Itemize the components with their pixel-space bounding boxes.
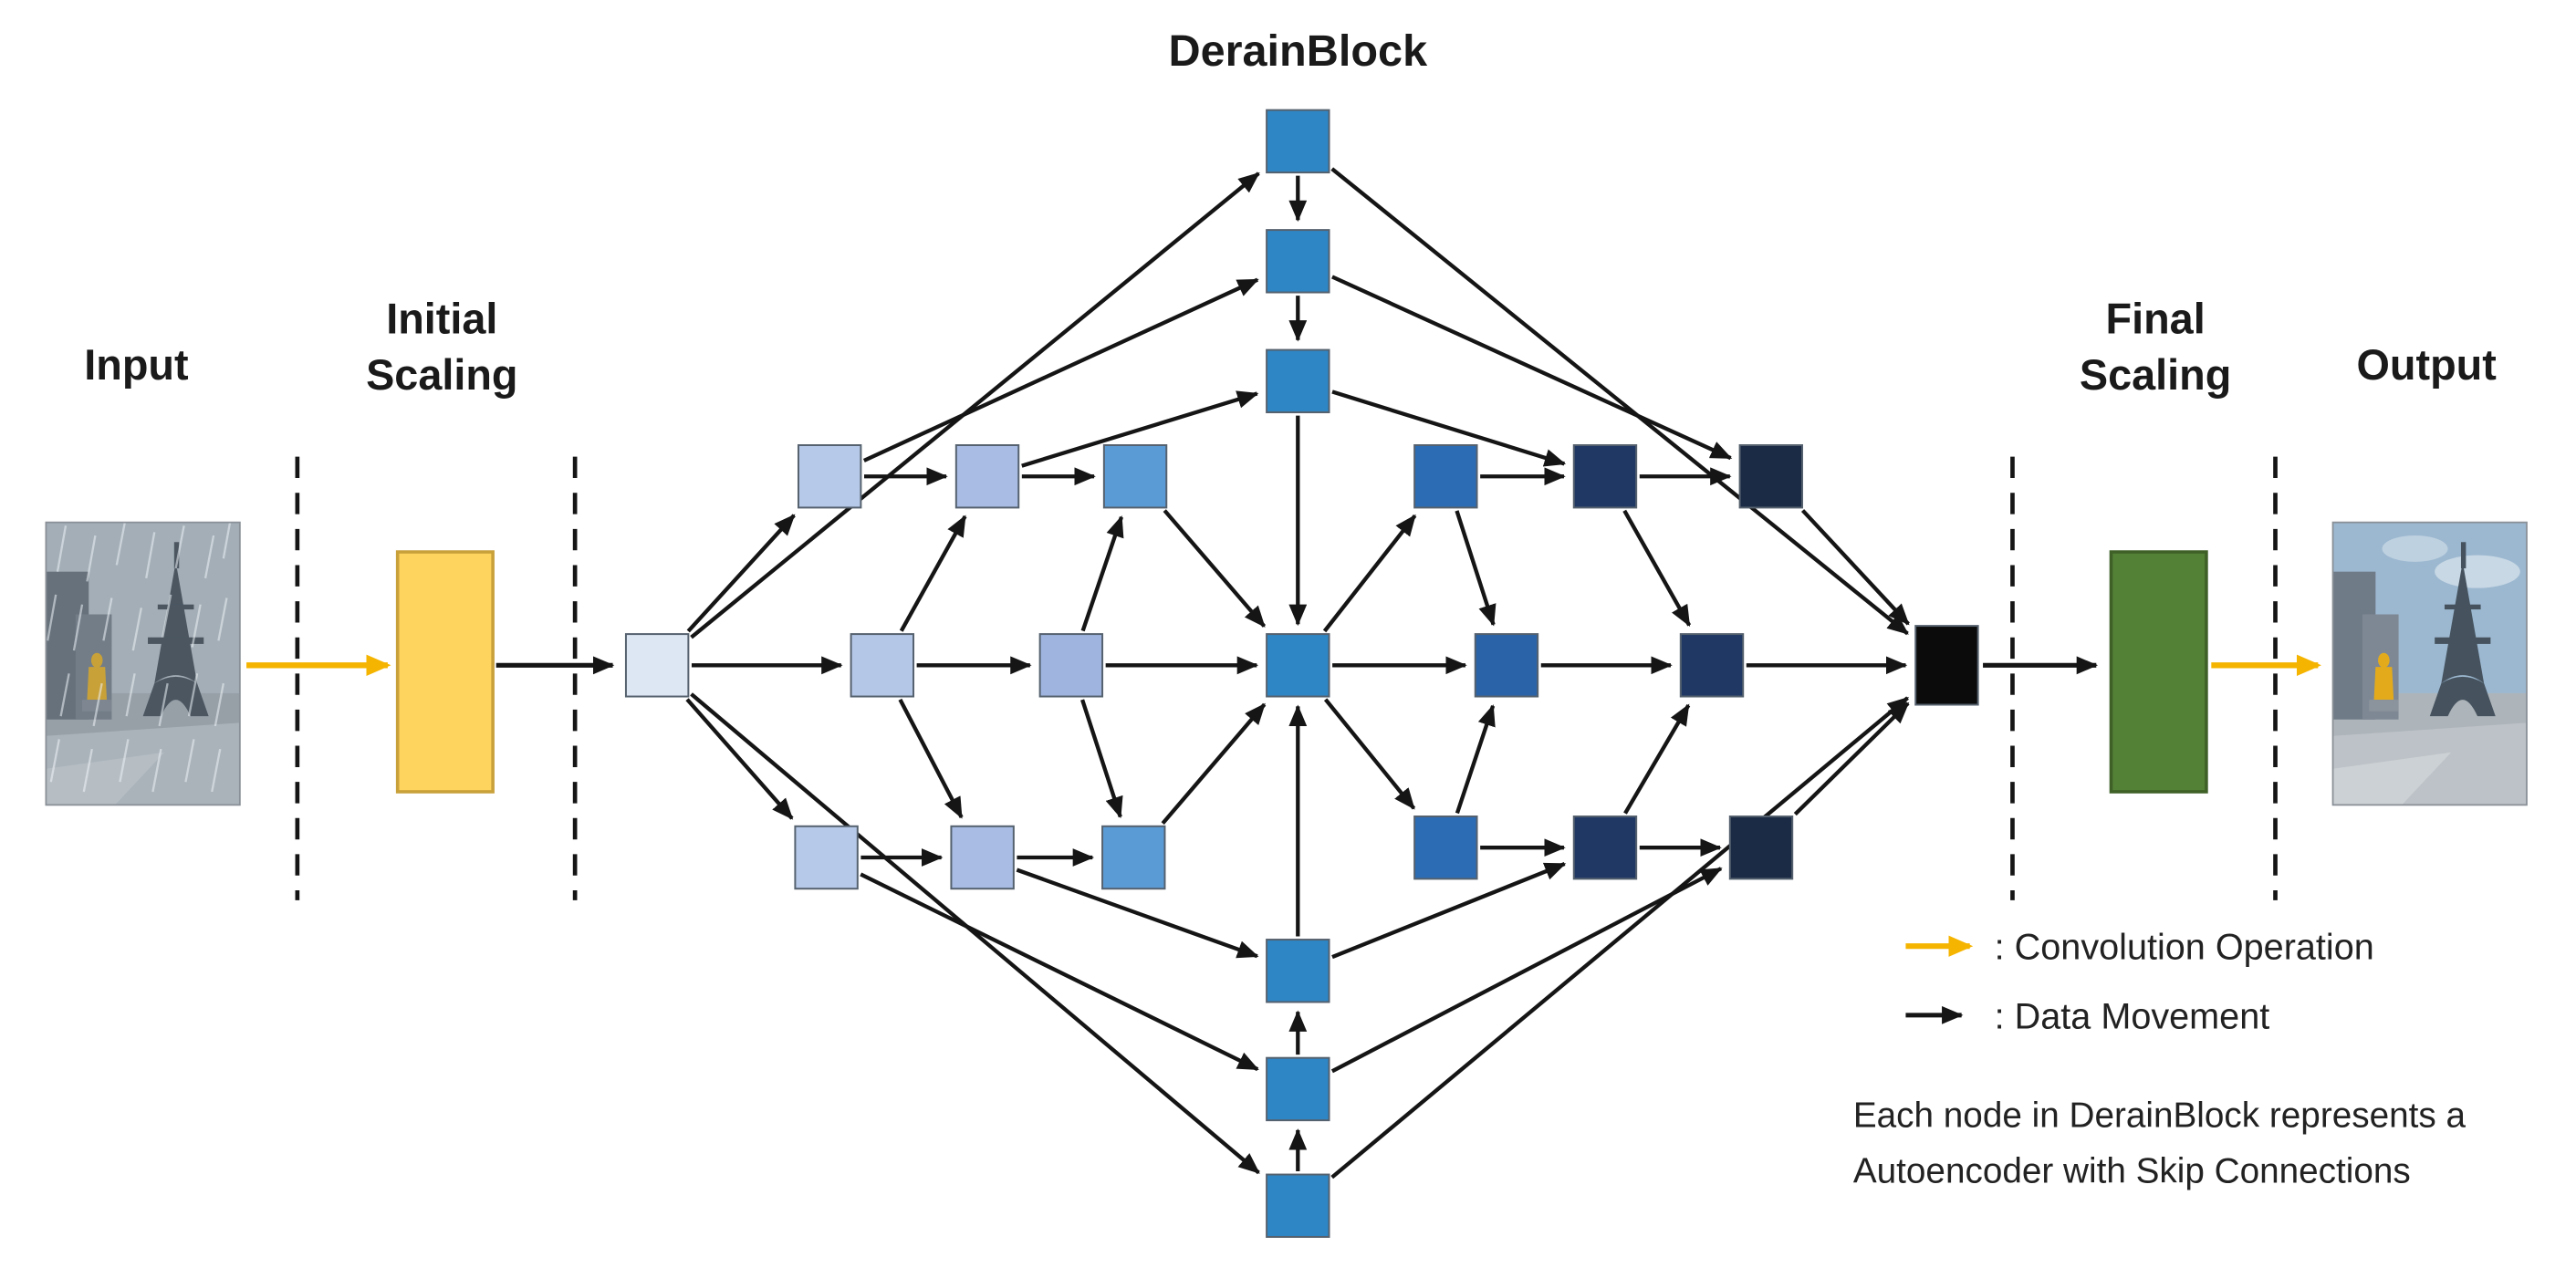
- derain-node-ur1: [1413, 444, 1478, 509]
- data-movement-arrow: [686, 514, 796, 633]
- data-movement-arrow: [685, 698, 794, 820]
- data-movement-arrow: [1161, 702, 1267, 826]
- data-movement-arrow: [1330, 696, 1909, 1179]
- eiffel-tower-silhouette: [142, 542, 209, 717]
- derain-node-t1: [1266, 348, 1330, 413]
- data-movement-arrow: [1622, 509, 1692, 628]
- data-movement-arrow: [1800, 509, 1910, 626]
- data-movement-arrow: [1455, 510, 1497, 627]
- legend-data-movement-label: : Data Movement: [1995, 996, 2270, 1036]
- section-separators: [295, 456, 2278, 900]
- data-movement-arrow: [1331, 275, 1733, 461]
- initial-scaling-block: [395, 550, 495, 794]
- derain-node-r1: [1474, 633, 1539, 698]
- data-movement-arrow: [1455, 704, 1496, 815]
- eiffel-tower-silhouette: [2429, 542, 2496, 717]
- final-scaling-label: Final: [2106, 296, 2206, 343]
- data-movement-arrow: [860, 872, 1259, 1072]
- derain-node-l1: [1038, 633, 1104, 698]
- derain-node-t2: [1266, 229, 1330, 294]
- data-movement-arrow: [1331, 390, 1567, 467]
- data-movement-arrow: [1080, 699, 1123, 819]
- derain-node-r2: [1679, 633, 1745, 698]
- derain-node-b2: [1266, 1056, 1330, 1122]
- data-movement-arrow: [862, 277, 1259, 462]
- input-image: [45, 521, 241, 806]
- derain-node-ul1: [797, 444, 862, 509]
- derain-node-dl3: [1101, 825, 1166, 890]
- derain-node-l3: [624, 633, 690, 698]
- data-movement-arrow: [1323, 698, 1416, 810]
- derain-node-ur3: [1738, 444, 1804, 509]
- data-movement-arrow: [690, 171, 1260, 639]
- rain-streaks: [47, 522, 232, 793]
- gold-statue: [82, 652, 112, 712]
- derainblock-title: DerainBlock: [1168, 26, 1428, 76]
- data-movement-arrow: [1331, 861, 1567, 960]
- derain-node-dr1: [1413, 815, 1478, 880]
- derain-node-dl2: [950, 825, 1015, 890]
- data-movement-arrow: [1163, 509, 1267, 628]
- data-movement-arrow: [1322, 514, 1417, 633]
- gold-statue: [2369, 652, 2399, 712]
- cloud: [2435, 555, 2520, 588]
- data-movement-arrow: [1021, 390, 1259, 468]
- data-movement-arrow: [1793, 701, 1910, 816]
- data-movement-arrow: [899, 514, 967, 632]
- legend-convolution-label: : Convolution Operation: [1995, 928, 2374, 968]
- derainblock-edges: [685, 167, 1910, 1179]
- derain-node-ul3: [1102, 444, 1168, 509]
- data-movement-arrow: [1330, 867, 1723, 1074]
- output-label: Output: [2357, 341, 2498, 389]
- derain-node-ul2: [954, 444, 1020, 509]
- derain-node-ur2: [1572, 444, 1638, 509]
- derain-node-c: [1266, 633, 1330, 698]
- derain-node-dr3: [1728, 815, 1794, 880]
- derain-node-dl1: [794, 825, 859, 890]
- final-scaling-block: [2109, 550, 2208, 794]
- cloud: [2382, 535, 2448, 562]
- derain-node-b1: [1266, 939, 1330, 1003]
- derainblock-nodes: [624, 109, 1979, 1238]
- derainblock-note: Autoencoder with Skip Connections: [1853, 1152, 2411, 1191]
- data-movement-arrow: [898, 698, 964, 819]
- input-label: Input: [84, 341, 189, 389]
- final-scaling-label: Scaling: [2080, 351, 2231, 399]
- derain-node-t3: [1266, 109, 1330, 174]
- derain-node-dr2: [1572, 815, 1638, 880]
- data-movement-arrow: [1016, 868, 1259, 959]
- initial-scaling-label: Scaling: [366, 351, 517, 399]
- output-image: [2331, 521, 2528, 806]
- data-movement-arrow: [690, 692, 1260, 1175]
- derain-node-l2: [850, 633, 915, 698]
- data-movement-arrow: [1080, 515, 1124, 632]
- derain-node-b3: [1266, 1173, 1330, 1238]
- data-movement-arrow: [1330, 167, 1909, 636]
- derainblock-note: Each node in DerainBlock represents a: [1853, 1096, 2466, 1135]
- legend: : Convolution Operation : Data Movement …: [1853, 928, 2466, 1191]
- derain-node-blk: [1914, 625, 1979, 706]
- data-movement-arrow: [1623, 703, 1691, 815]
- initial-scaling-label: Initial: [386, 296, 497, 343]
